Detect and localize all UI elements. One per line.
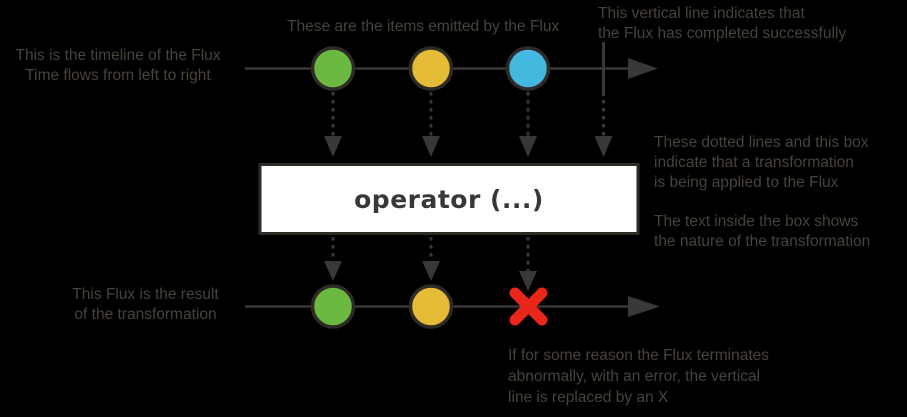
dotted-arrows-out-of-operator bbox=[324, 237, 537, 291]
annotation-line: abnormally, with an error, the vertical bbox=[508, 368, 761, 385]
annotation-items: These are the items emitted by the Flux bbox=[287, 17, 559, 37]
down-arrowhead-icon bbox=[324, 261, 342, 281]
marble-yellow-source bbox=[408, 46, 454, 91]
down-arrowhead-icon bbox=[594, 136, 613, 157]
annotation-line: These dotted lines and this box bbox=[654, 134, 869, 151]
operator-box-label: operator (...) bbox=[354, 184, 544, 214]
marble-green-source bbox=[310, 46, 356, 91]
marble-yellow-result bbox=[408, 284, 454, 329]
down-arrowhead-icon bbox=[422, 261, 440, 281]
annotation-line: This is the timeline of the Flux bbox=[15, 47, 221, 64]
annotation-line: If for some reason the Flux terminates bbox=[508, 347, 770, 364]
operator-box bbox=[258, 163, 640, 235]
annotation-completed: This vertical line indicates that the Fl… bbox=[598, 4, 846, 44]
error-x-icon bbox=[509, 287, 548, 326]
annotation-line: the nature of the transformation bbox=[654, 233, 871, 250]
dotted-arrows-into-operator bbox=[324, 92, 613, 157]
down-arrowhead-icon bbox=[519, 136, 537, 157]
annotation-line: is being applied to the Flux bbox=[654, 174, 839, 191]
source-timeline-arrow-icon bbox=[628, 58, 658, 79]
down-arrowhead-icon bbox=[422, 136, 440, 157]
annotation-line: the Flux has completed successfully bbox=[598, 25, 847, 42]
marble-green-result bbox=[310, 284, 356, 329]
annotation-transformation: These dotted lines and this box indicate… bbox=[654, 133, 869, 193]
annotation-line: This Flux is the result bbox=[72, 286, 219, 303]
annotation-line: The text inside the box shows bbox=[654, 213, 859, 230]
annotation-line: Time flows from left to right bbox=[25, 67, 211, 84]
annotation-result: This Flux is the result of the transform… bbox=[58, 285, 233, 325]
annotation-line: This vertical line indicates that bbox=[598, 5, 805, 22]
annotation-line: indicate that a transformation bbox=[654, 154, 854, 171]
result-timeline-arrow-icon bbox=[628, 296, 660, 317]
annotation-error: If for some reason the Flux terminates a… bbox=[508, 345, 769, 408]
marble-blue-source bbox=[505, 46, 551, 91]
annotation-line: of the transformation bbox=[74, 306, 217, 323]
down-arrowhead-icon bbox=[519, 271, 537, 291]
annotation-line: These are the items emitted by the Flux bbox=[287, 18, 560, 35]
annotation-line: line is replaced by an X bbox=[508, 389, 669, 406]
down-arrowhead-icon bbox=[324, 136, 342, 157]
annotation-timeline: This is the timeline of the Flux Time fl… bbox=[8, 46, 228, 86]
annotation-box-text: The text inside the box shows the nature… bbox=[654, 212, 870, 252]
